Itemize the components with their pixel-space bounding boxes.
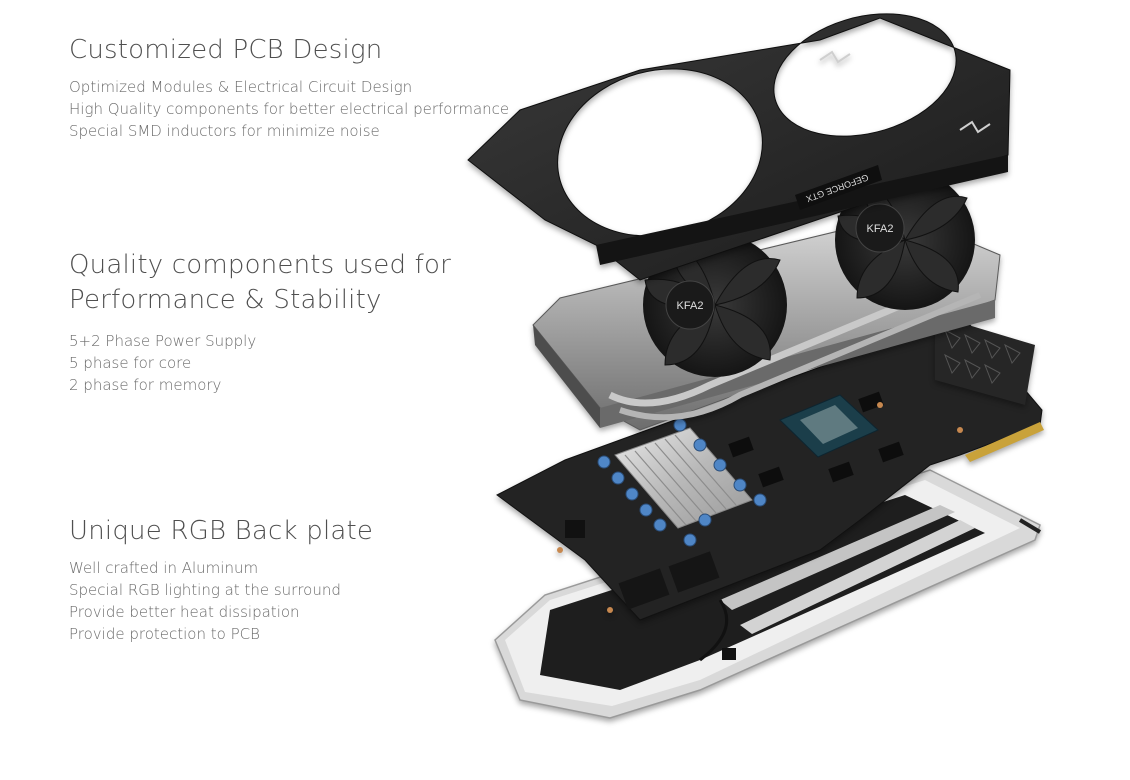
feature-line: 5 phase for core: [69, 354, 192, 372]
feature-heading: Customized PCB Design: [69, 33, 509, 68]
feature-line: Special SMD inductors for minimize noise: [69, 122, 380, 140]
feature-heading-line: Quality components used for: [69, 250, 452, 280]
rgb-backplate: [494, 469, 1042, 719]
feature-heading-line: Performance & Stability: [69, 285, 382, 315]
feature-quality-components: Quality components used for Performance …: [69, 248, 451, 396]
feature-heading: Unique RGB Back plate: [69, 514, 373, 549]
feature-line: Well crafted in Aluminum: [69, 559, 259, 577]
feature-line: 2 phase for memory: [69, 376, 222, 394]
fan-logo: KFA2: [867, 223, 894, 235]
fan-shroud: GEFORCE GTX: [467, 13, 1011, 281]
feature-lines: Well crafted in Aluminum Special RGB lig…: [69, 557, 373, 645]
feature-lines: Optimized Modules & Electrical Circuit D…: [69, 76, 509, 142]
pcb-board: [496, 324, 1044, 621]
feature-pcb-design: Customized PCB Design Optimized Modules …: [69, 33, 509, 142]
feature-heading-line: Customized PCB Design: [69, 35, 383, 65]
fan-logo: KFA2: [677, 300, 704, 312]
feature-line: Provide protection to PCB: [69, 625, 260, 643]
feature-line: Provide better heat dissipation: [69, 603, 300, 621]
feature-heading: Quality components used for Performance …: [69, 248, 451, 318]
exploded-graphics-card-illustration: KFA2 KFA2 GEFORCE GTX: [467, 13, 1044, 719]
feature-line: 5+2 Phase Power Supply: [69, 332, 257, 350]
feature-rgb-backplate: Unique RGB Back plate Well crafted in Al…: [69, 514, 373, 645]
feature-line: Optimized Modules & Electrical Circuit D…: [69, 78, 413, 96]
fan-right: KFA2: [835, 170, 975, 310]
feature-heading-line: Unique RGB Back plate: [69, 516, 374, 546]
feature-line: High Quality components for better elect…: [69, 100, 510, 118]
cooler-heatsink: KFA2 KFA2: [532, 170, 1001, 431]
feature-line: Special RGB lighting at the surround: [69, 581, 341, 599]
io-bracket: [935, 315, 1035, 405]
fan-left: KFA2: [643, 233, 787, 377]
feature-lines: 5+2 Phase Power Supply 5 phase for core …: [69, 330, 451, 396]
